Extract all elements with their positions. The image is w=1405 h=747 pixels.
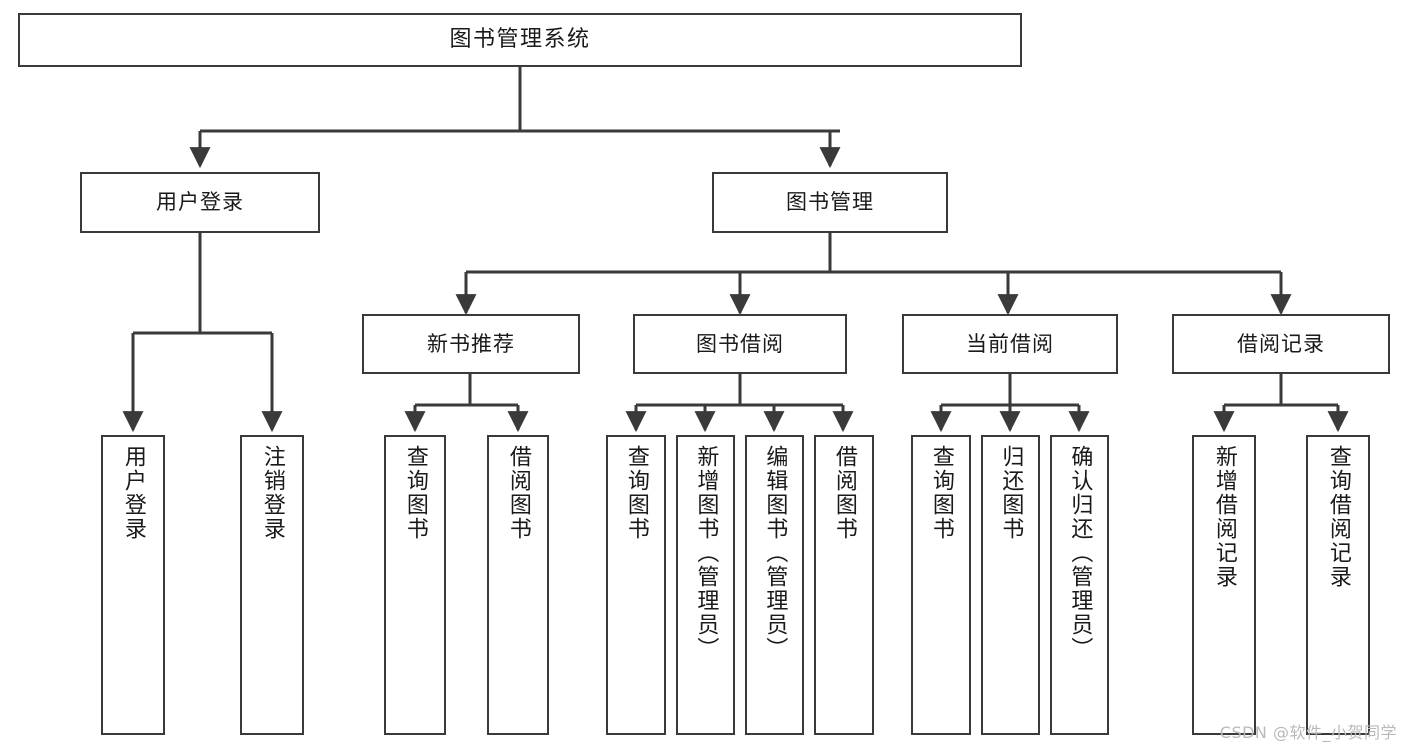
node-edit-book-admin-label: 编辑图书（管理员） [762,445,788,661]
node-add-book-admin[interactable]: 新增图书（管理员） [676,435,735,735]
node-book-borrow-label: 图书借阅 [696,331,784,356]
node-add-borrow-record[interactable]: 新增借阅记录 [1192,435,1256,735]
node-borrow-book-2-label: 借阅图书 [831,445,857,541]
node-query-book-3-label: 查询图书 [928,445,954,541]
node-query-book-1[interactable]: 查询图书 [384,435,446,735]
node-borrow-record-label: 借阅记录 [1237,331,1325,356]
node-new-book-recommend-label: 新书推荐 [427,331,515,356]
node-query-borrow-record-label: 查询借阅记录 [1325,445,1351,589]
node-logout-leaf-label: 注销登录 [259,445,285,541]
node-user-login-label: 用户登录 [156,190,244,215]
node-query-book-3[interactable]: 查询图书 [911,435,971,735]
node-query-borrow-record[interactable]: 查询借阅记录 [1306,435,1370,735]
node-confirm-return-admin[interactable]: 确认归还（管理员） [1050,435,1109,735]
node-query-book-2-label: 查询图书 [623,445,649,541]
node-borrow-book-1-label: 借阅图书 [505,445,531,541]
node-query-book-2[interactable]: 查询图书 [606,435,666,735]
node-return-book[interactable]: 归还图书 [981,435,1040,735]
node-query-book-1-label: 查询图书 [402,445,428,541]
node-root[interactable]: 图书管理系统 [18,13,1022,67]
node-borrow-book-2[interactable]: 借阅图书 [814,435,874,735]
node-current-borrow[interactable]: 当前借阅 [902,314,1118,374]
node-book-borrow[interactable]: 图书借阅 [633,314,847,374]
node-book-manage-label: 图书管理 [786,190,874,215]
node-borrow-record[interactable]: 借阅记录 [1172,314,1390,374]
node-borrow-book-1[interactable]: 借阅图书 [487,435,549,735]
node-add-book-admin-label: 新增图书（管理员） [693,445,719,661]
node-book-manage[interactable]: 图书管理 [712,172,948,233]
node-return-book-label: 归还图书 [998,445,1024,541]
node-current-borrow-label: 当前借阅 [966,331,1054,356]
node-edit-book-admin[interactable]: 编辑图书（管理员） [745,435,804,735]
node-user-login-leaf-label: 用户登录 [120,445,146,541]
node-logout-leaf[interactable]: 注销登录 [240,435,304,735]
node-user-login-leaf[interactable]: 用户登录 [101,435,165,735]
node-new-book-recommend[interactable]: 新书推荐 [362,314,580,374]
watermark: CSDN @软件_小贺同学 [1219,723,1397,742]
node-add-borrow-record-label: 新增借阅记录 [1211,445,1237,589]
node-user-login[interactable]: 用户登录 [80,172,320,233]
node-root-label: 图书管理系统 [449,27,591,53]
node-confirm-return-admin-label: 确认归还（管理员） [1067,445,1093,661]
